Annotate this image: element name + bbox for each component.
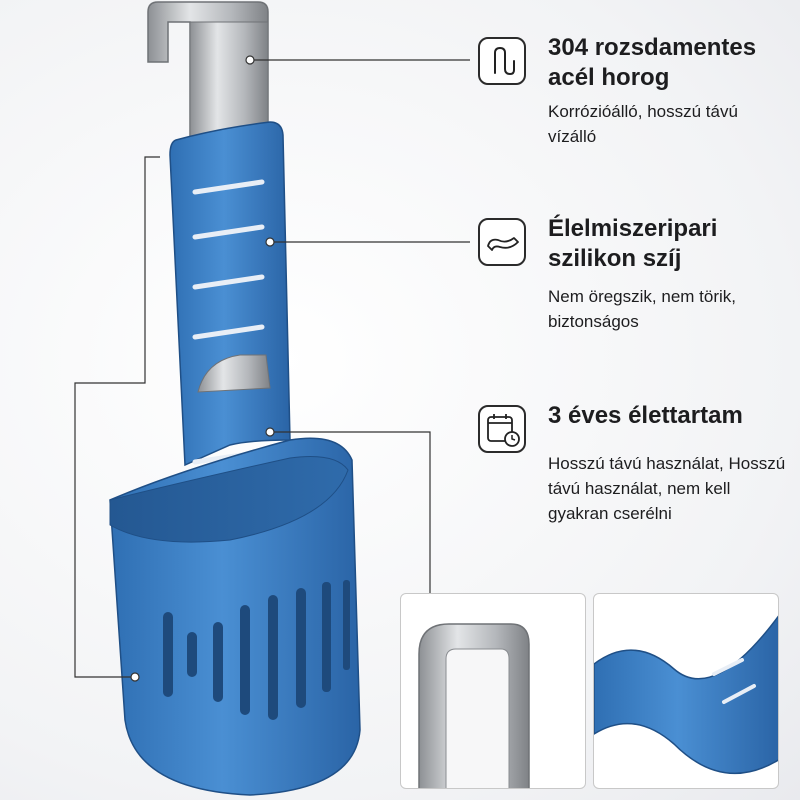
hook-icon — [478, 37, 526, 85]
steel-hook — [147, 1, 269, 151]
feature-description: Korrózióálló, hosszú távú vízálló — [548, 102, 738, 146]
feature-description: Hosszú távú használat, Hosszú távú haszn… — [548, 454, 786, 523]
feature-title: 304 rozsdamentes acél horog — [548, 34, 757, 91]
silicone-strap — [169, 121, 291, 467]
basket-slots — [163, 580, 350, 720]
feature-description: Nem öregszik, nem törik, biztonságos — [548, 287, 736, 331]
callout-dots — [130, 55, 275, 682]
feature-title: Élelmiszeripari szilikon szíj — [548, 215, 718, 272]
silicone-basket — [109, 437, 361, 796]
callout-lines — [74, 59, 470, 678]
silicone-strap-icon — [478, 218, 526, 266]
feature-title: 3 éves élettartam — [548, 402, 743, 429]
hook-detail-inset — [400, 593, 586, 789]
strap-detail-inset — [593, 593, 779, 789]
calendar-clock-icon — [478, 405, 526, 453]
